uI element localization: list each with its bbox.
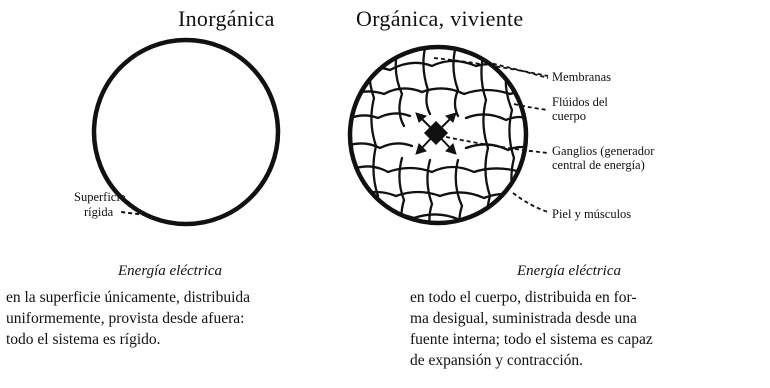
membranes-label: Membranas <box>552 70 612 84</box>
fluids-label-line2: cuerpo <box>552 109 587 123</box>
fluids-pointer <box>513 103 549 111</box>
ganglia-pointer <box>445 136 549 154</box>
ganglia-label-line1: Ganglios (generador <box>552 144 655 158</box>
right-title: Orgánica, viviente <box>356 6 524 31</box>
comparison-diagram <box>91 37 549 227</box>
membranes-pointer-2 <box>485 61 549 79</box>
central-ganglion <box>415 112 457 155</box>
surface-label-line2: rígida <box>84 205 114 219</box>
skin-pointer <box>512 192 549 213</box>
skin-label: Piel y músculos <box>552 207 632 221</box>
left-caption: Energía eléctrica <box>118 263 222 279</box>
membranes-pointer <box>433 57 549 77</box>
fluids-label-line1: Flúidos del <box>552 95 608 109</box>
label-pointers <box>433 57 549 213</box>
left-title: Inorgánica <box>178 6 275 31</box>
right-description: en todo el cuerpo, distribuida en for- m… <box>410 289 653 369</box>
organic-circle <box>347 44 529 226</box>
left-description: en la superficie únicamente, distribuida… <box>6 289 251 348</box>
ganglia-label-line2: central de energía) <box>552 158 645 172</box>
surface-label-line1: Superficie <box>74 190 126 204</box>
inorganic-circle <box>91 37 281 227</box>
right-caption: Energía eléctrica <box>517 263 621 279</box>
